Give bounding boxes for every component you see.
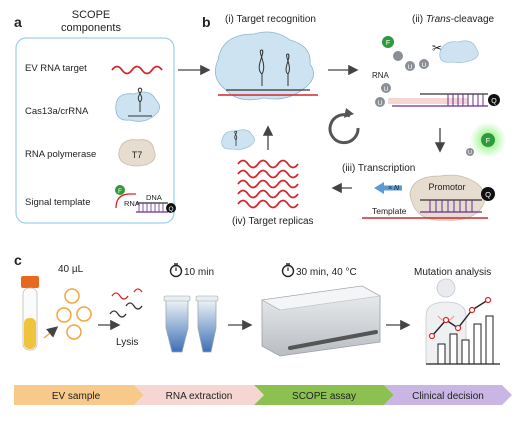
microtubes-icon xyxy=(163,295,219,353)
released-fluorophore: F U xyxy=(466,122,506,158)
quencher-label: Q xyxy=(168,206,173,213)
scissors-icon: ✂ xyxy=(432,41,442,55)
transcription-illustration: Promotor Q Template × N xyxy=(362,174,495,221)
stage-ev-sample-bg xyxy=(14,385,144,405)
fluor-label: F xyxy=(118,188,122,195)
template-dna-label: DNA xyxy=(146,193,162,202)
nucleotide-bead xyxy=(393,51,403,61)
stage-rna-extraction: RNA extraction xyxy=(166,391,233,402)
quencher-icon xyxy=(166,203,176,213)
stage-clinical-decision: Clinical decision xyxy=(412,391,484,402)
t7-label: T7 xyxy=(132,150,143,160)
nucleotide-bead xyxy=(405,61,415,71)
quencher-icon xyxy=(488,94,500,106)
stage-clinical-decision-bg xyxy=(384,385,512,405)
nucleotide-bead xyxy=(375,97,385,107)
component-cas13a: Cas13a/crRNA xyxy=(25,106,89,117)
workflow-bar: EV sample RNA extraction SCOPE assay Cli… xyxy=(14,385,512,405)
scope-device-icon xyxy=(261,285,381,357)
analysis-label: Mutation analysis xyxy=(414,267,491,278)
uracil-label: U xyxy=(408,64,413,71)
blood-tube-icon xyxy=(21,276,39,351)
nucleotide-bead xyxy=(419,59,429,69)
stopwatch-icon xyxy=(281,263,295,278)
component-rna-polymerase: RNA polymerase xyxy=(25,149,96,160)
template-rna-label: RNA xyxy=(124,199,140,208)
quencher-label: Q xyxy=(491,98,497,105)
fluorophore-icon xyxy=(115,185,125,195)
signal-template-icon: F RNA DNA Q xyxy=(115,185,176,213)
uracil-label: U xyxy=(378,100,383,107)
step2-label: (ii) Trans-cleavage xyxy=(412,14,495,25)
rna-fragments-icon xyxy=(109,288,143,318)
stage-rna-extraction-bg xyxy=(134,385,264,405)
transcription-arrowhead xyxy=(374,182,384,194)
fluor-label: F xyxy=(486,136,491,145)
panel-b-letter: b xyxy=(202,14,211,30)
panel-a-title-line1: SCOPE xyxy=(72,9,111,21)
cycle-icon xyxy=(328,108,360,145)
fluor-label: F xyxy=(386,40,390,47)
quencher-label: Q xyxy=(485,190,491,199)
cas13a-mini-icon xyxy=(439,40,479,63)
template-label: Template xyxy=(372,206,407,216)
rna-label: RNA xyxy=(372,71,390,80)
component-signal-template: Signal template xyxy=(25,197,90,208)
step3-label: (iii) Transcription xyxy=(342,163,415,174)
rna-wave-icon xyxy=(111,65,163,75)
uracil-label: U xyxy=(468,150,472,156)
component-ev-rna: EV RNA target xyxy=(25,63,87,74)
trans-cleavage-label: (ii) Trans-cleavage xyxy=(412,14,495,25)
target-recognition-illustration xyxy=(214,31,318,101)
target-replicas-illustration xyxy=(237,159,299,209)
quencher-icon xyxy=(481,187,495,201)
stopwatch-icon xyxy=(169,263,183,278)
arrow-vesicles xyxy=(43,326,59,339)
stage-scope-assay: SCOPE assay xyxy=(292,391,356,402)
step1-label: (i) Target recognition xyxy=(225,14,316,25)
time2-label: 30 min, 40 °C xyxy=(296,267,357,278)
nucleotide-bead xyxy=(381,83,391,93)
panel-c-letter: c xyxy=(14,252,22,268)
extracellular-vesicles-icon xyxy=(56,288,92,340)
components-box xyxy=(15,37,175,224)
promotor-label: Promotor xyxy=(428,182,465,192)
panel-a-title-line2: components xyxy=(61,22,121,34)
times-n-label: × N xyxy=(388,185,400,192)
fluorophore-icon xyxy=(382,36,394,48)
trans-cleavage-illustration: F U U RNA U U ✂ Q xyxy=(372,36,500,107)
uracil-label: U xyxy=(384,86,389,93)
cas13a-icon xyxy=(115,87,160,122)
panel-a-letter: a xyxy=(14,14,22,30)
stage-ev-sample: EV sample xyxy=(52,391,101,402)
time1-label: 10 min xyxy=(184,267,214,278)
lysis-label: Lysis xyxy=(116,337,138,348)
volume-label: 40 µL xyxy=(58,264,84,275)
uracil-label: U xyxy=(422,62,427,69)
step4-label: (iv) Target replicas xyxy=(232,216,314,227)
stage-scope-assay-bg xyxy=(254,385,394,405)
t7-polymerase-icon: T7 xyxy=(118,139,156,167)
rna-strand-shade xyxy=(388,98,468,104)
cas13a-small-icon xyxy=(221,129,255,150)
mutation-analysis-icon xyxy=(425,278,500,365)
